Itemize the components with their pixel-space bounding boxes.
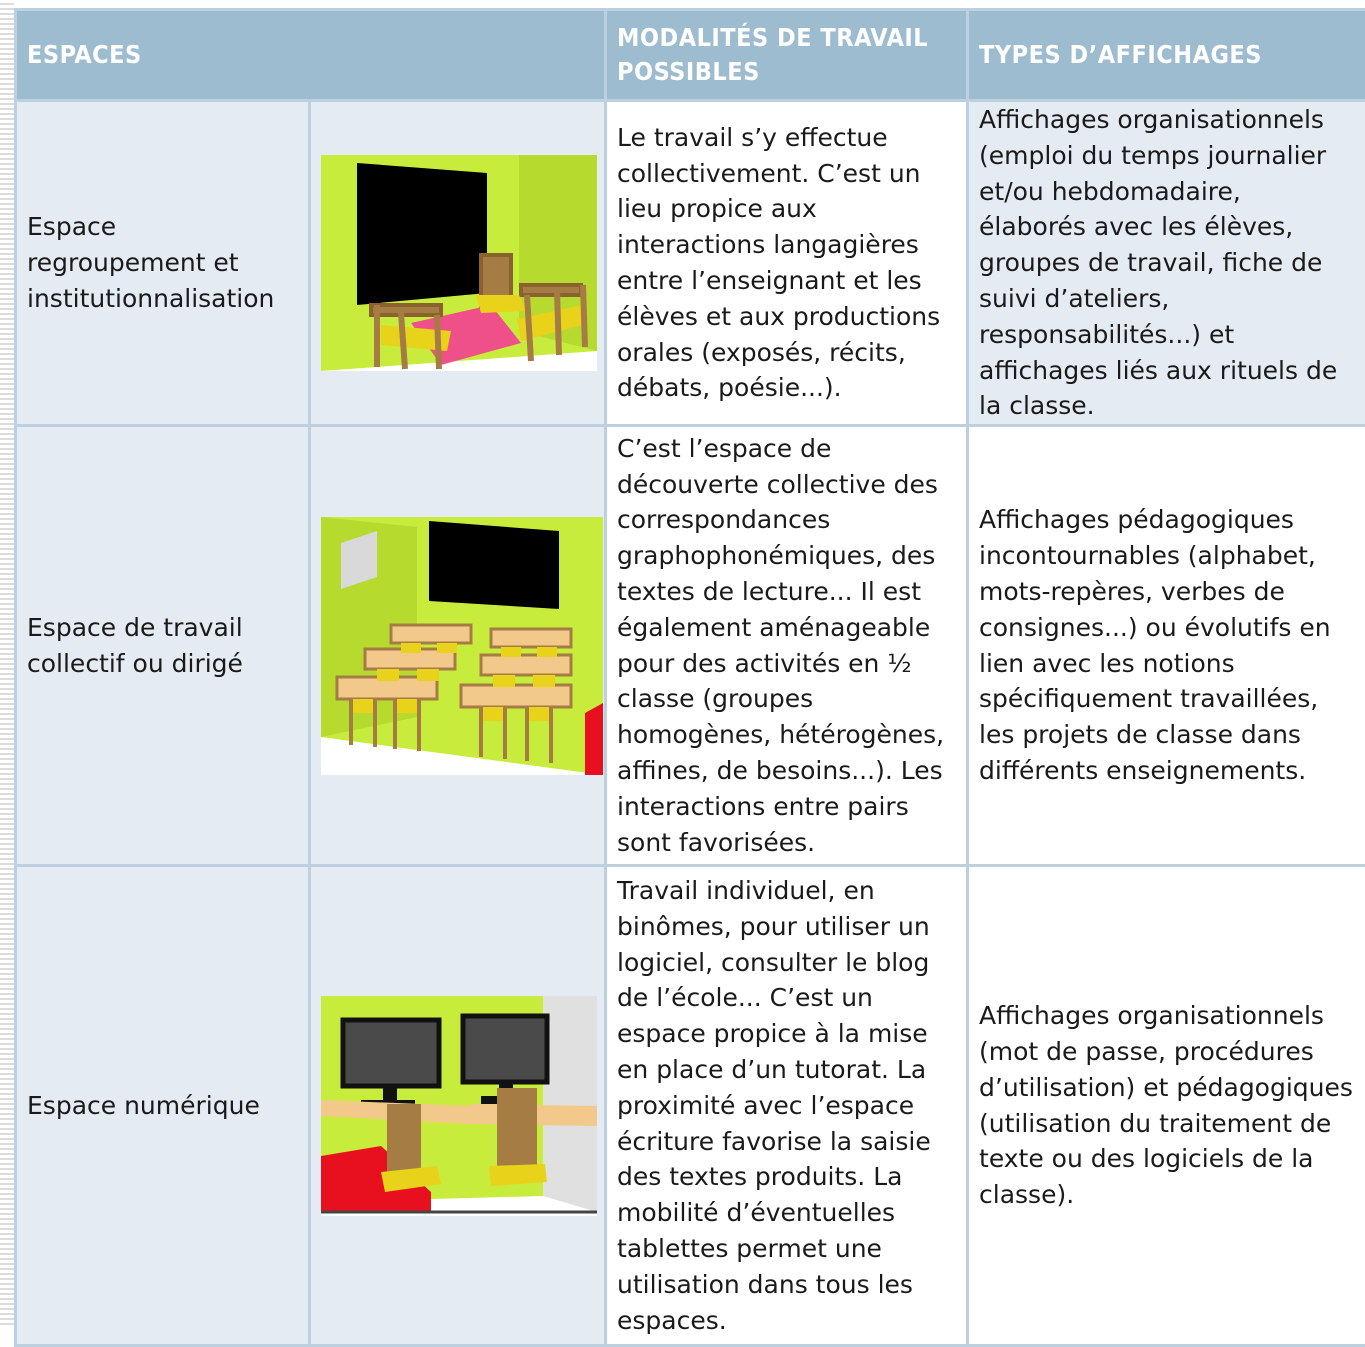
- gathering-space-illustration: [310, 101, 606, 426]
- digital-space-image: [321, 996, 597, 1216]
- space-name: Espace numérique: [16, 866, 310, 1346]
- header-modalites: MODALITÉS DE TRAVAIL POSSIBLES: [606, 10, 968, 101]
- header-affichages: TYPES D’AFFICHAGES: [968, 10, 1365, 101]
- collective-space-image: [321, 517, 603, 775]
- header-espaces: ESPACES: [16, 10, 606, 101]
- table-row: Espace regroupement et institutionnalisa…: [16, 101, 1365, 426]
- table-row: Espace numérique: [16, 866, 1365, 1346]
- space-name: Espace regroupement et institutionnalisa…: [16, 101, 310, 426]
- modalities-text: Le travail s’y effectue collectivement. …: [606, 101, 968, 426]
- header-row: ESPACES MODALITÉS DE TRAVAIL POSSIBLES T…: [16, 10, 1365, 101]
- table-row: Espace de travail collectif ou dirigé: [16, 426, 1365, 866]
- gathering-space-image: [321, 155, 597, 371]
- displays-text: Affichages organisationnels (emploi du t…: [968, 101, 1365, 426]
- spaces-table: ESPACES MODALITÉS DE TRAVAIL POSSIBLES T…: [14, 8, 1365, 1347]
- digital-space-illustration: [310, 866, 606, 1346]
- displays-text: Affichages organisationnels (mot de pass…: [968, 866, 1365, 1346]
- space-name: Espace de travail collectif ou dirigé: [16, 426, 310, 866]
- modalities-text: C’est l’espace de découverte collective …: [606, 426, 968, 866]
- page-edge: [0, 0, 14, 1326]
- modalities-text: Travail individuel, en binômes, pour uti…: [606, 866, 968, 1346]
- displays-text: Affichages pédagogiques incontournables …: [968, 426, 1365, 866]
- collective-space-illustration: [310, 426, 606, 866]
